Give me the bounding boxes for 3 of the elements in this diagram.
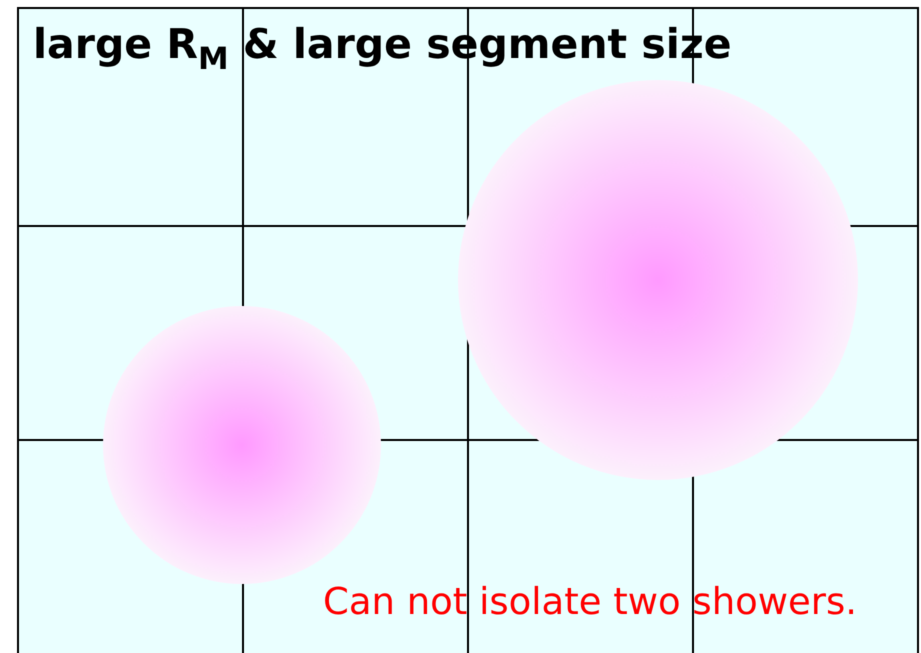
note-text: Can not isolate two showers. — [323, 580, 858, 623]
shower-circle — [458, 80, 858, 480]
shower-circle — [103, 306, 381, 584]
